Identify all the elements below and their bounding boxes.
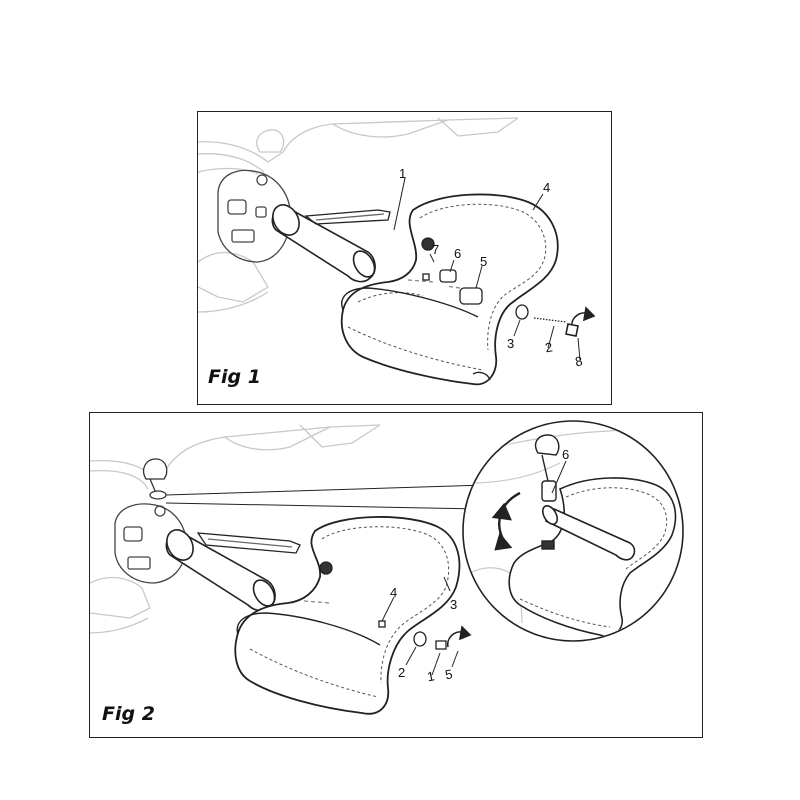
handlebar-grip <box>271 204 376 283</box>
part-cap-1 <box>435 640 447 650</box>
part-washer-7 <box>422 273 430 281</box>
brake-lever <box>196 532 301 554</box>
callout-2: 2 <box>398 665 405 680</box>
handguard-underside <box>341 287 491 381</box>
callout-3: 3 <box>507 336 514 351</box>
callout-leaders <box>393 177 581 361</box>
callout-numbers: 1 2 3 4 5 <box>390 585 457 684</box>
part-spacer-6 <box>439 269 457 283</box>
handlebar-grip <box>165 529 276 612</box>
callout-5: 5 <box>480 254 487 269</box>
callout-numbers: 1 2 3 4 5 6 7 8 <box>399 166 584 369</box>
detail-rotate-arrow-icon <box>491 491 521 551</box>
detail-inset-circle: 6 <box>462 420 684 642</box>
brake-lever <box>304 209 391 225</box>
figure-1-panel: 1 2 3 4 5 6 7 8 Fig 1 <box>197 111 612 405</box>
part-nut <box>319 561 333 575</box>
detail-mirror-mount <box>534 434 560 550</box>
figure-1-label: Fig 1 <box>208 366 261 388</box>
part-bar-end-weight-5 <box>459 287 483 305</box>
mirror-mount <box>142 458 168 500</box>
handguard-seams <box>347 203 547 371</box>
detail-callout-6: 6 <box>562 447 569 462</box>
rotate-arrow-icon <box>446 625 472 648</box>
callout-4: 4 <box>390 585 397 600</box>
part-washer-3 <box>515 304 529 320</box>
handguard-seams <box>249 526 450 698</box>
figure-2-panel: 6 1 2 3 4 5 Fig 2 <box>89 412 703 738</box>
part-nut-7 <box>421 237 435 251</box>
callout-5: 5 <box>444 666 454 682</box>
handguard-underside <box>236 612 381 646</box>
rotate-arrow-icon <box>565 306 596 337</box>
figure-2-label: Fig 2 <box>102 703 155 725</box>
callout-1: 1 <box>399 166 406 181</box>
handguard <box>340 193 559 386</box>
figure-2-drawing: 6 1 2 3 4 5 <box>90 420 684 715</box>
part-washer-4 <box>378 620 386 628</box>
ghost-motorcycle-controls <box>198 117 519 313</box>
callout-8: 8 <box>574 353 584 369</box>
detail-zoom-lines <box>165 484 487 510</box>
callout-6: 6 <box>454 246 461 261</box>
callout-2: 2 <box>544 339 554 355</box>
ghost-motorcycle-controls <box>90 424 381 634</box>
figure-1-drawing: 1 2 3 4 5 6 7 8 <box>198 117 596 386</box>
callout-4: 4 <box>543 180 550 195</box>
hardware-parts <box>303 561 447 650</box>
callout-1: 1 <box>426 668 436 684</box>
callout-3: 3 <box>450 597 457 612</box>
callout-leaders <box>381 576 459 676</box>
callout-7: 7 <box>432 242 439 257</box>
handguard <box>234 516 461 715</box>
part-screw-2 <box>533 317 567 323</box>
hardware-parts <box>407 237 567 323</box>
part-washer-2 <box>413 631 427 647</box>
